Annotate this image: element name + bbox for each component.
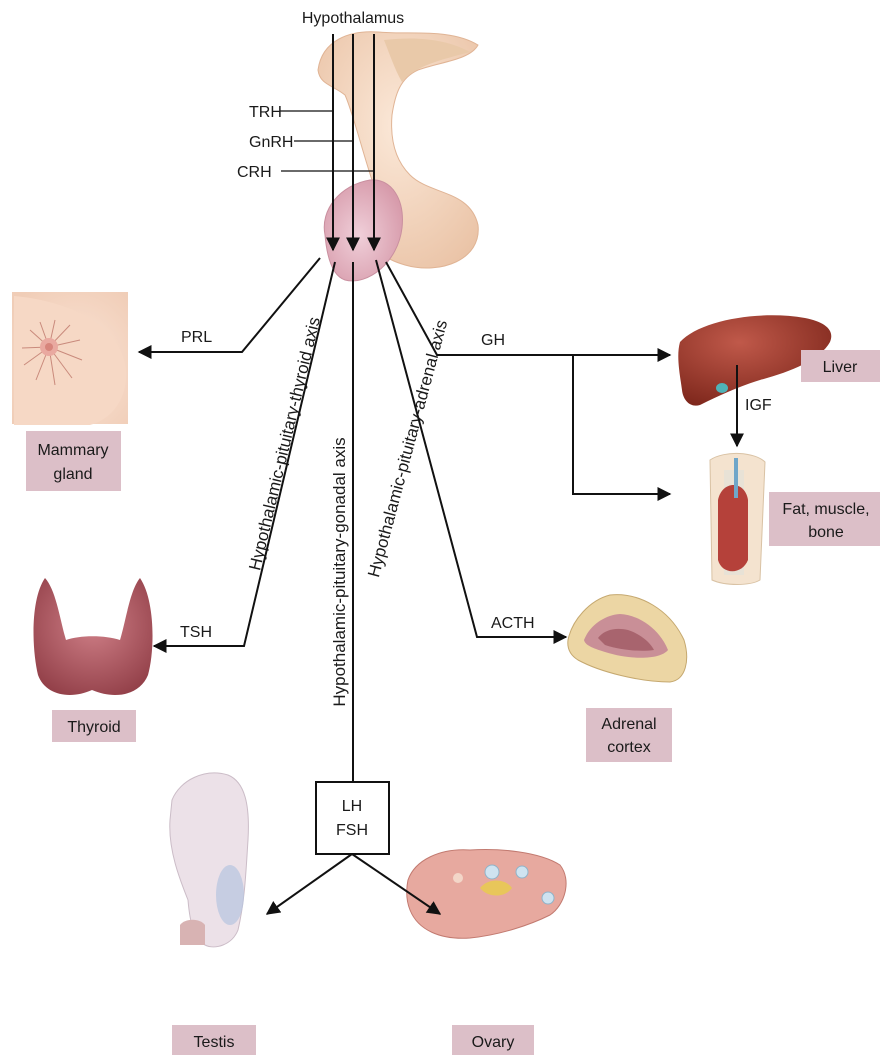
adrenal-axis-label: Hypothalamic-pituitary-adrenal axis [364,318,451,579]
gh-branch-arrow [573,355,670,494]
ovary-illustration [407,850,566,939]
thyroid-label-box: Thyroid [52,710,136,742]
tsh-label: TSH [180,624,212,641]
fat-muscle-bone-illustration [710,453,765,584]
fat-label-line1: Fat, muscle, [782,501,869,518]
crh-label: CRH [237,164,272,181]
ovary-label-box: Ovary [452,1025,534,1055]
lh-fsh-box [316,782,389,854]
mammary-gland-label-box: Mammary gland [26,431,121,491]
thyroid-illustration [34,578,153,695]
liver-label: Liver [823,359,858,376]
gonadal-axis-label: Hypothalamic-pituitary-gonadal axis [330,437,349,706]
gh-label: GH [481,332,505,349]
liver-label-box: Liver [801,350,880,382]
prl-label: PRL [181,329,212,346]
pituitary-illustration [318,32,478,281]
gnrh-label: GnRH [249,134,293,151]
lh-label: LH [342,798,362,815]
thyroid-axis-label: Hypothalamic-pituitary-thyroid axis [245,315,324,572]
thyroid-label: Thyroid [67,719,120,736]
adrenal-label-line2: cortex [607,739,651,756]
prl-arrow [139,258,320,352]
acth-label: ACTH [491,615,535,632]
fat-muscle-bone-label-box: Fat, muscle, bone [769,492,880,546]
mammary-label-line2: gland [53,466,92,483]
fat-label-line2: bone [808,524,844,541]
mammary-label-line1: Mammary [37,442,108,459]
igf-label: IGF [745,397,772,414]
adrenal-cortex-illustration [568,595,687,682]
testis-label-box: Testis [172,1025,256,1055]
fsh-label: FSH [336,822,368,839]
adrenal-label-line1: Adrenal [601,716,656,733]
testis-arrow [267,854,352,914]
adrenal-cortex-label-box: Adrenal cortex [586,708,672,762]
ovary-label: Ovary [472,1034,515,1051]
testis-label: Testis [194,1034,235,1051]
testis-illustration [170,773,249,947]
hypothalamus-label: Hypothalamus [302,10,404,27]
trh-label: TRH [249,104,282,121]
mammary-gland-illustration [12,292,128,425]
